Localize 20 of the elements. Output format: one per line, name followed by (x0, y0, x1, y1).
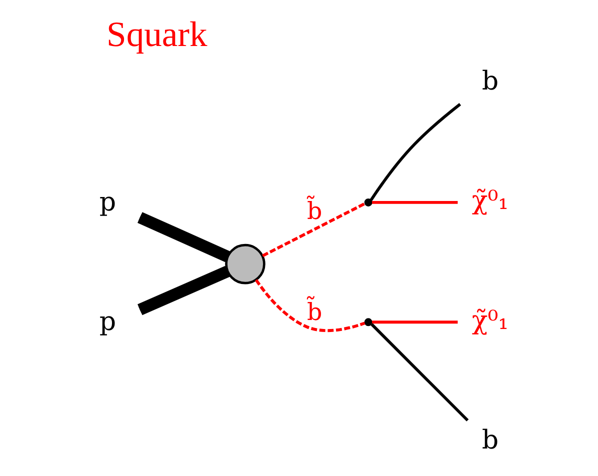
connector (370, 323, 469, 422)
node-text: b (482, 425, 499, 456)
connector (372, 320, 458, 324)
node-point (364, 318, 372, 326)
node-text: b (482, 66, 499, 96)
node-text: p (99, 187, 116, 218)
node-text: χ̃⁰₁ (472, 306, 509, 336)
connector (138, 212, 230, 262)
connector (372, 200, 458, 204)
diagram-title: Squark (106, 14, 208, 54)
connector (262, 202, 366, 258)
connector (370, 103, 462, 201)
node-text: χ̃⁰₁ (472, 186, 509, 216)
edge-label: b̃ (306, 197, 322, 226)
connector (138, 266, 230, 316)
node-point (364, 198, 372, 206)
node-text: p (99, 306, 116, 337)
edge-label: b̃ (306, 298, 322, 326)
node-circle (225, 244, 266, 284)
connector (254, 279, 366, 332)
